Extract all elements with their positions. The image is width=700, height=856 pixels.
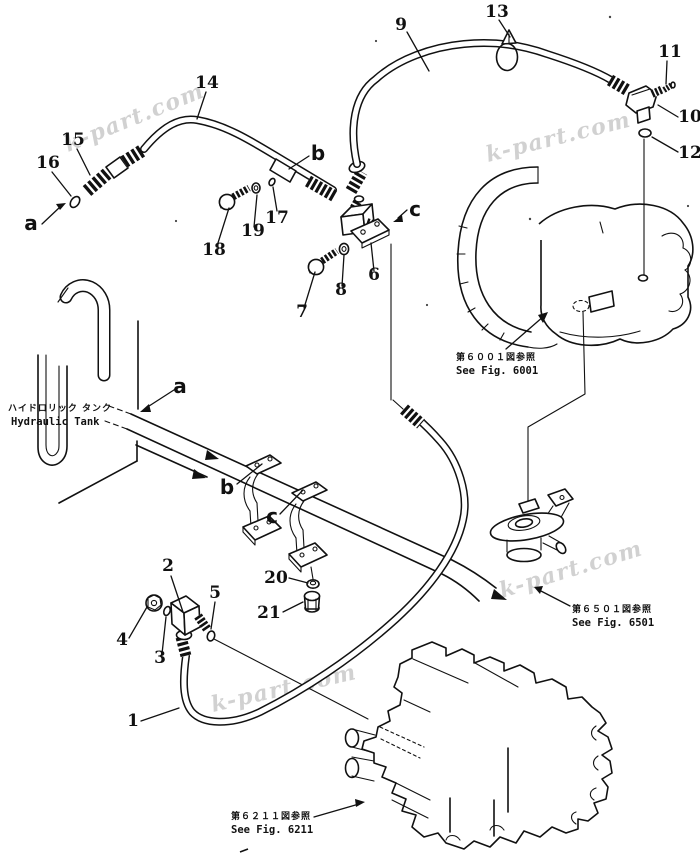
reference-fig6501: 第６５０１図参照 See Fig. 6501 bbox=[534, 586, 654, 629]
callout-19: 19 bbox=[241, 221, 265, 241]
callout-16: 16 bbox=[36, 153, 60, 173]
callout-leaders bbox=[41, 19, 679, 722]
mount-leader-line bbox=[213, 638, 369, 720]
bolt-7 bbox=[307, 248, 339, 276]
callout-18: 18 bbox=[202, 240, 226, 260]
hose-9 bbox=[345, 29, 631, 195]
hydraulic-motor bbox=[456, 166, 694, 509]
callout-9: 9 bbox=[395, 15, 407, 35]
callout-13: 13 bbox=[485, 2, 509, 22]
callout-17: 17 bbox=[265, 208, 289, 228]
callout-b-mid: b bbox=[220, 475, 234, 499]
callout-a-top: a bbox=[24, 211, 38, 235]
callout-10: 10 bbox=[678, 107, 700, 127]
callout-5: 5 bbox=[209, 583, 221, 603]
pipe-bracket-c bbox=[288, 481, 328, 580]
tank-label-en: Hydraulic Tank bbox=[11, 416, 100, 428]
callout-8: 8 bbox=[335, 280, 347, 300]
callout-12: 12 bbox=[678, 143, 700, 163]
callout-6: 6 bbox=[368, 265, 380, 285]
fig6211-jp: 第６２１１図参照 bbox=[231, 810, 311, 822]
elbow-fitting-10 bbox=[625, 85, 665, 124]
callout-4: 4 bbox=[116, 630, 128, 650]
o-ring-17 bbox=[268, 177, 276, 187]
callout-15: 15 bbox=[61, 130, 85, 150]
hydraulic-tank bbox=[37, 279, 208, 504]
callout-21: 21 bbox=[257, 603, 281, 623]
tank-label-jp: ハイドロリック タンク bbox=[8, 402, 112, 414]
swivel-joint bbox=[489, 488, 574, 563]
callout-11: 11 bbox=[658, 42, 682, 62]
fig6001-en: See Fig. 6001 bbox=[456, 365, 538, 377]
callout-labels: 1 2 3 4 5 6 7 8 9 10 11 12 13 14 15 16 1… bbox=[24, 2, 700, 731]
hose-14 bbox=[69, 115, 339, 209]
pipe-flow-arrow bbox=[192, 469, 206, 479]
tank-label: ハイドロリック タンク Hydraulic Tank bbox=[8, 402, 112, 428]
o-ring-5 bbox=[206, 630, 216, 642]
callout-c-mid: c bbox=[266, 504, 278, 528]
plug-11 bbox=[662, 81, 676, 93]
o-ring-3 bbox=[162, 605, 172, 617]
nut-4 bbox=[145, 594, 163, 612]
callout-1: 1 bbox=[127, 711, 139, 731]
o-ring-12 bbox=[638, 128, 652, 138]
bolt-18 bbox=[218, 184, 251, 211]
callout-2: 2 bbox=[162, 556, 174, 576]
o-ring-16 bbox=[69, 195, 81, 209]
pipe-end-arrow bbox=[491, 589, 507, 600]
callout-a-mid: a bbox=[173, 374, 187, 398]
fig6211-en: See Fig. 6211 bbox=[231, 824, 313, 836]
bushing-21 bbox=[303, 590, 321, 613]
washer-19 bbox=[251, 182, 261, 194]
elbow-fitting-2 bbox=[170, 595, 211, 636]
reference-fig6001: 第６００１図参照 See Fig. 6001 bbox=[456, 312, 548, 377]
pipe-flow-arrow bbox=[205, 450, 219, 460]
callout-c-top: c bbox=[409, 197, 421, 221]
print-specks bbox=[174, 15, 690, 853]
callout-20: 20 bbox=[264, 568, 288, 588]
callout-7: 7 bbox=[296, 302, 308, 322]
callout-b-top: b bbox=[311, 141, 325, 165]
control-valve bbox=[344, 641, 613, 850]
fig6501-en: See Fig. 6501 bbox=[572, 617, 654, 629]
reference-fig6211: 第６２１１図参照 See Fig. 6211 bbox=[231, 799, 365, 836]
callout-14: 14 bbox=[195, 73, 219, 93]
fig6001-jp: 第６００１図参照 bbox=[456, 351, 536, 363]
fig6501-jp: 第６５０１図参照 bbox=[572, 603, 652, 615]
callout-3: 3 bbox=[154, 648, 166, 668]
block-fitting-6 bbox=[340, 195, 390, 249]
washer-20 bbox=[306, 578, 320, 589]
washer-8 bbox=[338, 242, 350, 256]
